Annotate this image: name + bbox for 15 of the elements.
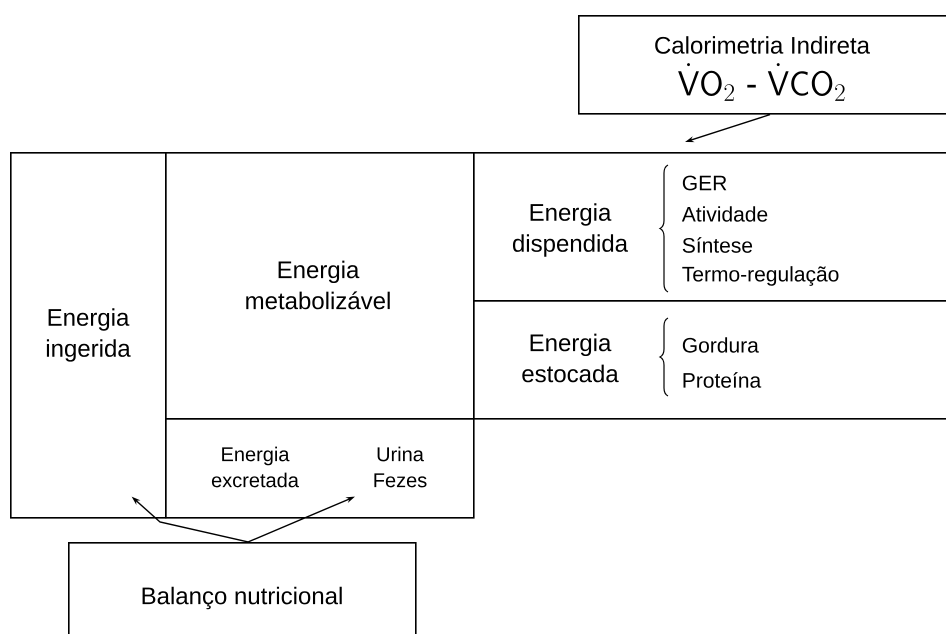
item-text: GER (682, 176, 726, 190)
item-text: Termo-regulação (682, 266, 838, 286)
node-text: Energia excretada (212, 446, 299, 488)
node-text: Energia metabolizável (246, 260, 390, 310)
node-text: Energia ingerida (46, 308, 131, 362)
item-text: Síntese (682, 237, 752, 253)
node-text: Energia estocada (522, 334, 619, 382)
item-text: Atividade (682, 206, 768, 222)
item-text: Proteína (684, 372, 762, 388)
node-text: Balanço nutricional (142, 586, 342, 610)
node-text: Calorimetria Indireta (655, 36, 870, 54)
item-text: Gordura (682, 337, 759, 353)
node-text: Urina Fezes (374, 446, 426, 488)
formula: $\dot{\mathsf{V}}\mathsf{O}_{2}\;\text{-}\;\dot{\mathsf{V}}\mathsf{CO}_{2}$ (678, 63, 845, 101)
node-text: Energia dispendida (512, 203, 628, 257)
